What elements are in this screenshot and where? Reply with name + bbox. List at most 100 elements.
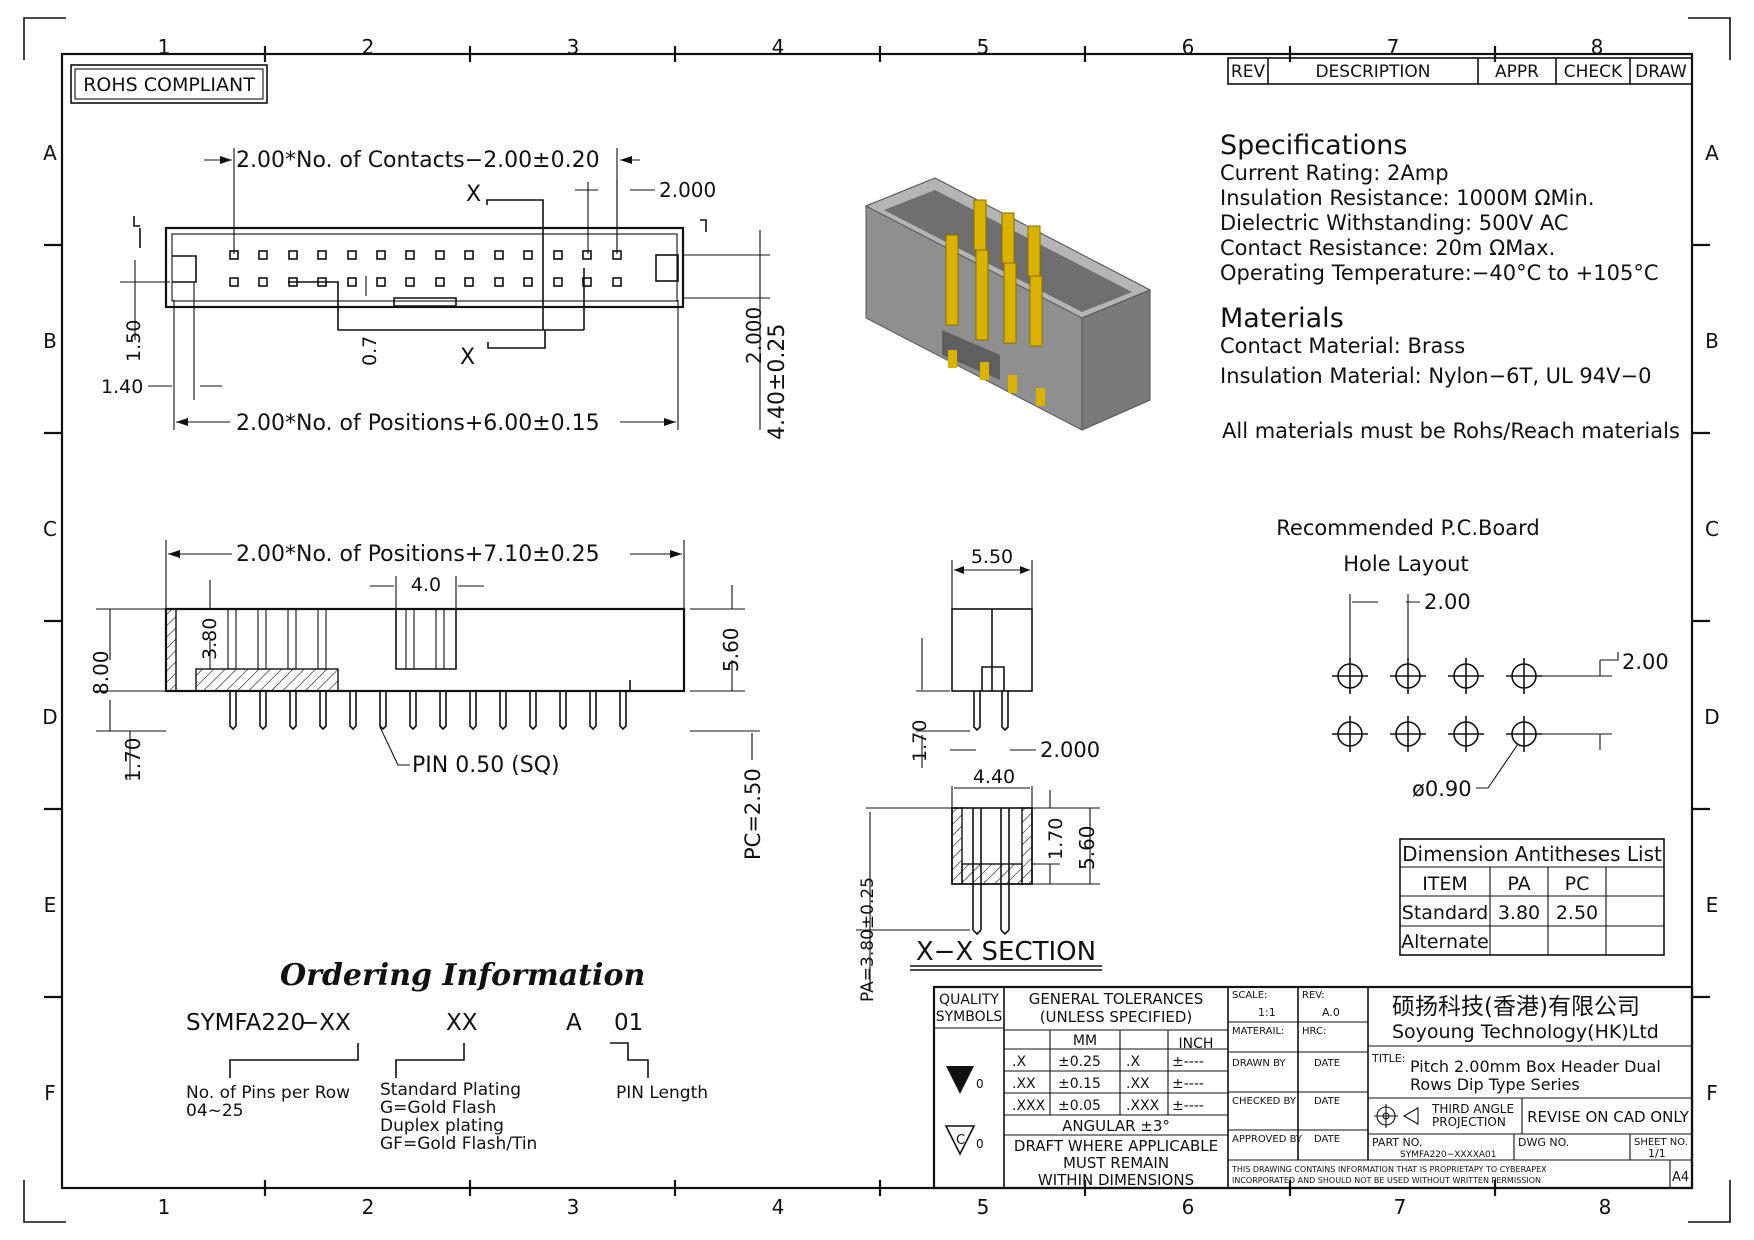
ordering-pin-length: PIN Length bbox=[616, 1083, 708, 1103]
hole-diameter: ø0.90 bbox=[1412, 777, 1472, 801]
svg-text:ANGULAR ±3°: ANGULAR ±3° bbox=[1062, 1117, 1170, 1135]
section-mark-x-top: X bbox=[466, 182, 481, 207]
company-name-cn: 硕扬科技(香港)有限公司 bbox=[1392, 994, 1640, 1020]
dim-2000-top: 2.000 bbox=[659, 178, 716, 202]
svg-text:CHECK: CHECK bbox=[1564, 62, 1623, 82]
svg-text:ITEM: ITEM bbox=[1422, 873, 1468, 895]
pa-label: PA=3.80±0.25 bbox=[858, 877, 878, 1002]
svg-text:CHECKED BY: CHECKED BY bbox=[1232, 1096, 1297, 1107]
connector-3d-image bbox=[864, 177, 1152, 431]
dim-170-section: 1.70 bbox=[1045, 818, 1067, 860]
dim-positions: 2.00*No. of Positions+6.00±0.15 bbox=[236, 411, 600, 436]
svg-text:MM: MM bbox=[1073, 1033, 1097, 1049]
svg-text:PA: PA bbox=[1507, 873, 1530, 895]
svg-text:DATE: DATE bbox=[1314, 1134, 1340, 1145]
pc-label: PC=2.50 bbox=[741, 768, 765, 860]
svg-text:C: C bbox=[956, 1133, 965, 1148]
svg-text:DWG NO.: DWG NO. bbox=[1518, 1136, 1569, 1149]
contact-pins-row-1 bbox=[229, 250, 622, 260]
dim-560-section: 5.60 bbox=[1075, 825, 1099, 870]
pcb-title-1: Recommended P.C.Board bbox=[1276, 516, 1539, 540]
zone-col-label: 7 bbox=[1394, 1195, 1407, 1219]
dim-pcb-v: 2.00 bbox=[1622, 650, 1669, 674]
svg-text:REV:: REV: bbox=[1302, 990, 1325, 1001]
pcb-layout: Recommended P.C.Board Hole Layout 2.00 2… bbox=[1276, 516, 1669, 801]
quality-symbol-filled bbox=[946, 1066, 974, 1094]
svg-text:DESCRIPTION: DESCRIPTION bbox=[1315, 62, 1430, 82]
rohs-label: ROHS COMPLIANT bbox=[83, 74, 255, 96]
materials-title: Materials bbox=[1220, 303, 1344, 334]
svg-text:Alternate: Alternate bbox=[1401, 931, 1489, 953]
svg-text:1:1: 1:1 bbox=[1258, 1006, 1276, 1019]
dim-40: 4.0 bbox=[411, 574, 441, 596]
zone-labels-right: A B C D E F bbox=[1704, 141, 1719, 1105]
antitheses-table: Dimension Antitheses List ITEM PA PC Sta… bbox=[1399, 838, 1665, 956]
specifications-block: Specifications Current Rating: 2Amp Insu… bbox=[1220, 130, 1680, 443]
dim-550: 5.50 bbox=[971, 546, 1013, 568]
dim-2000-end: 2.000 bbox=[1040, 738, 1100, 762]
dim-150: 1.50 bbox=[123, 320, 145, 362]
svg-text:A.0: A.0 bbox=[1322, 1006, 1340, 1019]
svg-text:DRAW: DRAW bbox=[1635, 62, 1687, 82]
contact-pins-row-2 bbox=[229, 277, 622, 287]
dim-170-end: 1.70 bbox=[909, 720, 931, 762]
pin-label: PIN 0.50 (SQ) bbox=[412, 753, 560, 778]
zone-row-label: C bbox=[1705, 517, 1719, 541]
section-title: X−X SECTION bbox=[916, 937, 1096, 967]
dim-170-side: 1.70 bbox=[121, 737, 145, 782]
zone-col-label: 6 bbox=[1182, 1195, 1195, 1219]
svg-text:±----: ±---- bbox=[1172, 1098, 1204, 1114]
zone-col-label: 1 bbox=[158, 1195, 171, 1219]
company-name-en: Soyoung Technology(HK)Ltd bbox=[1392, 1021, 1659, 1043]
svg-text:HRC:: HRC: bbox=[1302, 1026, 1326, 1037]
spec-line: Dielectric Withstanding: 500V AC bbox=[1220, 211, 1569, 235]
spec-line: Insulation Resistance: 1000M ΩMin. bbox=[1220, 186, 1595, 210]
rohs-compliant-box: ROHS COMPLIANT bbox=[70, 64, 268, 104]
svg-text:PROJECTION: PROJECTION bbox=[1432, 1115, 1506, 1129]
quality-symbol-open bbox=[944, 1125, 976, 1156]
zone-col-label: 5 bbox=[977, 35, 990, 59]
svg-text:MATERAIL:: MATERAIL: bbox=[1232, 1026, 1284, 1037]
ordering-code-base: SYMFA220 bbox=[186, 1010, 305, 1036]
svg-text:INCH: INCH bbox=[1179, 1036, 1214, 1052]
ordering-plating-1: Standard Plating bbox=[380, 1080, 521, 1100]
spec-line: Operating Temperature:−40°C to +105°C bbox=[1220, 261, 1659, 285]
svg-text:3.80: 3.80 bbox=[1498, 902, 1540, 924]
zone-col-label: 3 bbox=[567, 1195, 580, 1219]
zone-row-label: B bbox=[1705, 329, 1719, 353]
svg-text:THIRD ANGLE: THIRD ANGLE bbox=[1431, 1102, 1514, 1116]
part-number: SYMFA220−XXXXA01 bbox=[1400, 1150, 1496, 1160]
zone-col-label: 1 bbox=[158, 35, 171, 59]
svg-text:DRAFT WHERE APPLICABLE: DRAFT WHERE APPLICABLE bbox=[1014, 1137, 1218, 1155]
svg-text:DATE: DATE bbox=[1314, 1096, 1340, 1107]
svg-text:±----: ±---- bbox=[1172, 1076, 1204, 1092]
zone-row-label: E bbox=[1706, 893, 1719, 917]
ordering-information: Ordering Information SYMFA220 −XX XX A 0… bbox=[186, 958, 708, 1154]
zone-labels-left: A B C D E F bbox=[42, 141, 57, 1105]
specifications-title: Specifications bbox=[1220, 130, 1407, 161]
svg-text:SYMBOLS: SYMBOLS bbox=[936, 1009, 1003, 1025]
section-mark-x-bottom: X bbox=[460, 345, 475, 370]
svg-text:INCORPORATED AND SHOULD NOT: INCORPORATED AND SHOULD NOT BE USED WITH… bbox=[1232, 1176, 1541, 1185]
end-view: 5.50 1.70 2.000 bbox=[909, 546, 1100, 768]
svg-text:.X: .X bbox=[1012, 1054, 1026, 1070]
zone-col-label: 3 bbox=[567, 35, 580, 59]
svg-text:(UNLESS SPECIFIED): (UNLESS SPECIFIED) bbox=[1040, 1008, 1193, 1026]
svg-text:±----: ±---- bbox=[1172, 1054, 1204, 1070]
dim-pcb-h: 2.00 bbox=[1424, 590, 1471, 614]
zone-row-label: D bbox=[42, 705, 57, 729]
title-block: QUALITY SYMBOLS 0 C 0 GENERAL TOLERANCES… bbox=[932, 985, 1694, 1190]
zone-col-label: 4 bbox=[772, 35, 785, 59]
antitheses-title: Dimension Antitheses List bbox=[1402, 842, 1662, 866]
zone-col-label: 4 bbox=[772, 1195, 785, 1219]
ordering-title: Ordering Information bbox=[280, 958, 645, 993]
ordering-code-a: A bbox=[566, 1010, 582, 1036]
dim-2000-vert: 2.000 bbox=[742, 307, 766, 364]
svg-text:SHEET NO.: SHEET NO. bbox=[1634, 1137, 1688, 1148]
zone-col-label: 5 bbox=[977, 1195, 990, 1219]
zone-col-label: 2 bbox=[362, 1195, 375, 1219]
svg-text:REV: REV bbox=[1231, 62, 1266, 82]
svg-text:TITLE:: TITLE: bbox=[1371, 1052, 1405, 1065]
svg-text:.XX: .XX bbox=[1126, 1076, 1150, 1092]
svg-text:WITHIN DIMENSIONS: WITHIN DIMENSIONS bbox=[1038, 1171, 1194, 1189]
